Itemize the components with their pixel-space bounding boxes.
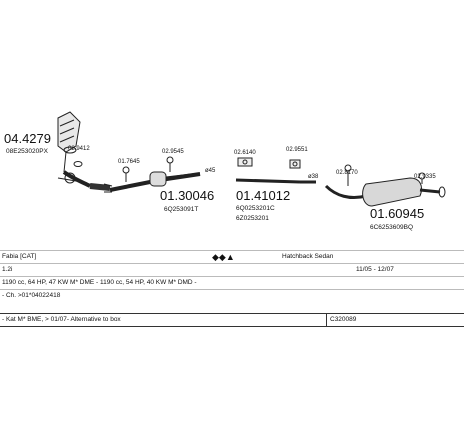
info-row-power: 1190 cc, 64 HP, 47 KW M* DME - 1190 cc, … <box>0 276 464 289</box>
info-footer: - Kat M* BME, > 01/07- Alternative to bo… <box>0 313 464 327</box>
fitting-number: 02.9412 <box>68 146 90 152</box>
rear-silencer-drawing <box>324 164 446 207</box>
fitting-number: 02.9551 <box>286 147 308 153</box>
part-number: 01.41012 <box>236 188 290 203</box>
oem-code: 6C6253609BQ <box>370 224 413 231</box>
footer-note: - Kat M* BME, > 01/07- Alternative to bo… <box>2 316 121 323</box>
vehicle-info-table: Fabia [CAT] ◆◆▲ Hatchback Sedan 1.2i 11/… <box>0 250 464 330</box>
dimension-label: ø45 <box>205 168 216 174</box>
brand-logo-icon: ◆◆▲ <box>212 252 235 262</box>
production-years: 11/05 - 12/07 <box>356 266 394 273</box>
info-row-model: Fabia [CAT] ◆◆▲ Hatchback Sedan <box>0 250 464 263</box>
engine-power: 1190 cc, 64 HP, 47 KW M* DME - 1190 cc, … <box>2 279 197 286</box>
centre-silencer-drawing <box>109 156 201 192</box>
oem-code: 6Q253091T <box>164 206 198 213</box>
info-row-engine: 1.2i 11/05 - 12/07 <box>0 263 464 276</box>
engine: 1.2i <box>2 266 13 273</box>
fitting-number: 02.9335 <box>414 174 436 180</box>
fitting-number: 01.7645 <box>118 159 140 165</box>
body-type: Hatchback Sedan <box>282 253 334 260</box>
catalytic-converter-drawing <box>57 111 113 193</box>
chassis-number: - Ch. >01*04022418 <box>2 292 61 299</box>
flange-icon <box>73 161 83 167</box>
fitting-number: 02.9545 <box>162 149 184 155</box>
fitting-number: 02.8170 <box>336 170 358 176</box>
part-number: 01.30046 <box>160 188 214 203</box>
reference-code: C320089 <box>330 316 357 323</box>
rear-pipe-drawing <box>235 157 316 184</box>
divider <box>326 313 327 326</box>
oem-code: 6Q0253201C <box>236 205 275 212</box>
oem-code: 6Z0253201 <box>236 215 269 222</box>
model-name: Fabia [CAT] <box>2 253 37 260</box>
fitting-number: 02.6140 <box>234 150 256 156</box>
exhaust-diagram: 04.4279 08E253020PX 02.9412 01.7645 02.9… <box>4 111 446 231</box>
part-number: 04.4279 <box>4 131 51 146</box>
info-row-chassis: - Ch. >01*04022418 <box>0 289 464 302</box>
oem-code: 08E253020PX <box>6 148 49 155</box>
part-number: 01.60945 <box>370 206 424 221</box>
dimension-label: ø38 <box>308 174 319 180</box>
